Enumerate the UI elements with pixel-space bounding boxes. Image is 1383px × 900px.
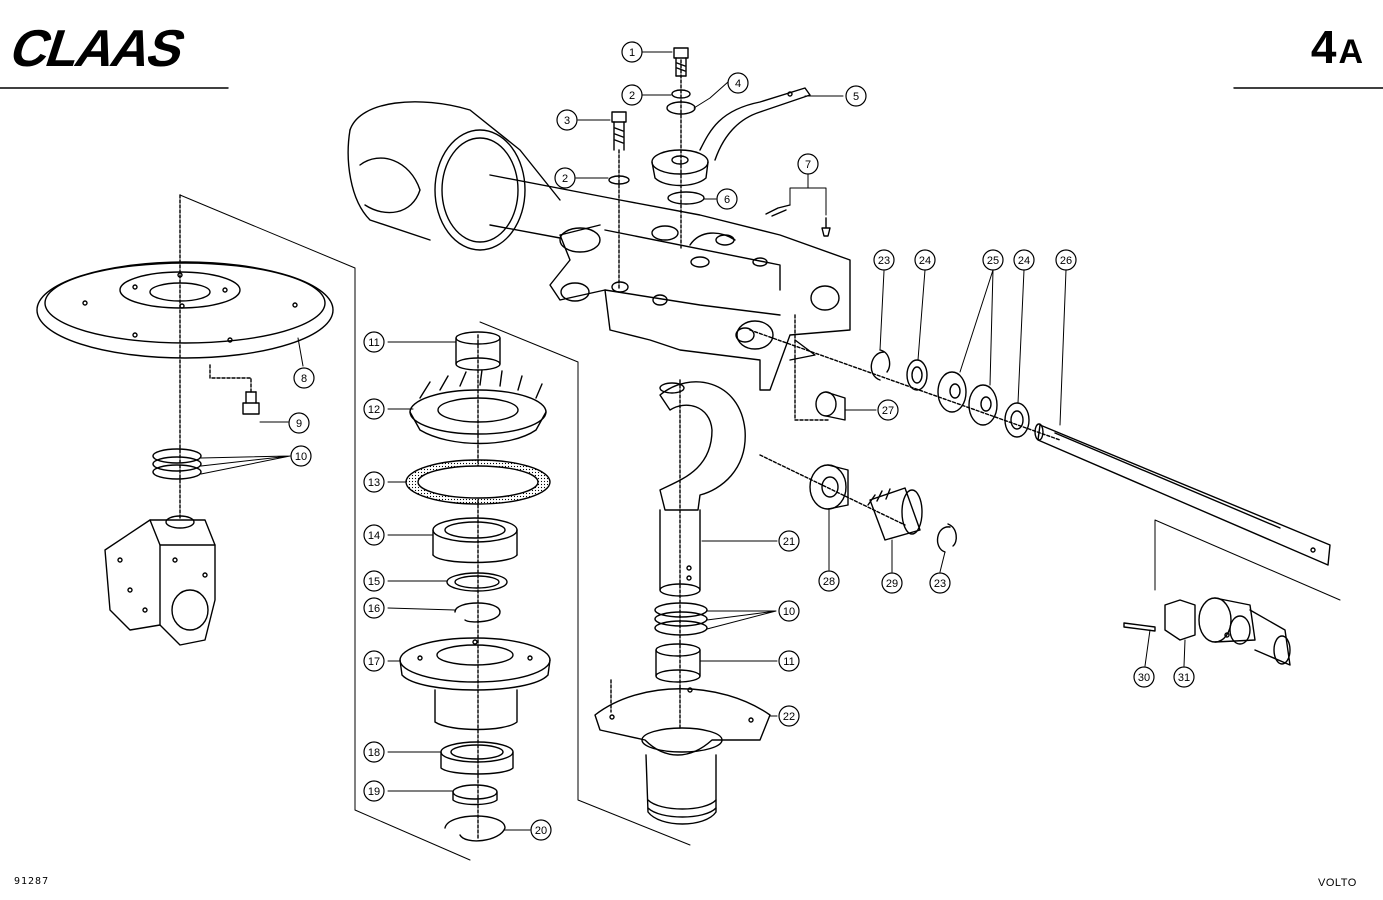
page-number-suffix: A bbox=[1338, 33, 1363, 71]
callout-11b: 11 bbox=[783, 656, 794, 668]
part-17-flange-housing bbox=[399, 637, 551, 731]
callout-23a: 23 bbox=[878, 255, 890, 267]
callout-10a: 10 bbox=[295, 451, 307, 463]
callout-15: 15 bbox=[368, 576, 380, 588]
part-20-circlip bbox=[444, 815, 506, 842]
part-24-seal-lower bbox=[1004, 402, 1030, 438]
part-19-ring bbox=[452, 784, 498, 806]
part-12-bevel-gear bbox=[409, 369, 547, 445]
part-26-drive-shaft bbox=[1034, 423, 1331, 566]
part-6-seal bbox=[667, 191, 705, 205]
part-10-spring-center bbox=[654, 602, 708, 636]
part-7-grease-nipples bbox=[765, 204, 831, 237]
callout-2b: 2 bbox=[562, 173, 568, 185]
part-11-bushing-center bbox=[655, 643, 701, 683]
part-15-ring bbox=[446, 572, 508, 592]
part-29-bevel-pinion bbox=[867, 487, 923, 541]
part-25-spacers bbox=[937, 371, 998, 426]
callout-5: 5 bbox=[853, 91, 859, 103]
part-14-bearing bbox=[432, 517, 518, 564]
document-number: 91287 bbox=[14, 876, 50, 887]
callout-12: 12 bbox=[368, 404, 380, 416]
part-31-universal-joint bbox=[1164, 597, 1291, 666]
part-22-skid-housing bbox=[594, 679, 771, 825]
callout-23b: 23 bbox=[934, 578, 946, 590]
claas-logo: CLAAS bbox=[6, 20, 191, 72]
part-30-pin bbox=[1123, 622, 1156, 632]
callout-21: 21 bbox=[783, 536, 795, 548]
callout-26: 26 bbox=[1060, 255, 1072, 267]
callout-27: 27 bbox=[882, 405, 894, 417]
part-27-bushing bbox=[815, 391, 846, 421]
hub-bracket-left bbox=[104, 515, 216, 646]
callout-circles bbox=[288, 41, 1195, 841]
callout-28: 28 bbox=[823, 576, 835, 588]
callout-10b: 10 bbox=[783, 606, 795, 618]
callout-29: 29 bbox=[886, 578, 898, 590]
callout-18: 18 bbox=[368, 747, 380, 759]
callout-30: 30 bbox=[1138, 672, 1150, 684]
model-name: VOLTO bbox=[1318, 877, 1357, 889]
callout-8: 8 bbox=[301, 373, 307, 385]
part-24-seal-top bbox=[906, 359, 928, 391]
callout-24b: 24 bbox=[1018, 255, 1030, 267]
callout-14: 14 bbox=[368, 530, 380, 542]
callout-labels: 1 2 3 2 4 5 6 7 8 9 10 11 12 13 14 15 16… bbox=[295, 47, 1190, 837]
part-13-shim bbox=[405, 459, 551, 505]
part-9-bolt bbox=[209, 364, 260, 415]
callout-2a: 2 bbox=[629, 90, 635, 102]
callout-11a: 11 bbox=[368, 337, 379, 349]
part-3-bolt bbox=[611, 111, 627, 291]
part-28-bearing bbox=[809, 464, 849, 510]
callout-25: 25 bbox=[987, 255, 999, 267]
callout-19: 19 bbox=[368, 786, 380, 798]
part-16-circlip bbox=[454, 602, 501, 623]
callout-1: 1 bbox=[629, 47, 635, 59]
callout-7: 7 bbox=[805, 159, 811, 171]
callout-22: 22 bbox=[783, 711, 795, 723]
callout-3: 3 bbox=[564, 115, 570, 127]
callout-4: 4 bbox=[735, 78, 741, 90]
callout-9: 9 bbox=[296, 418, 302, 430]
callout-13: 13 bbox=[368, 477, 380, 489]
callout-24a: 24 bbox=[919, 255, 931, 267]
callout-20: 20 bbox=[535, 825, 547, 837]
brand-text: CLAAS bbox=[6, 20, 191, 72]
leader-lines bbox=[200, 51, 1186, 831]
part-5-lever-arm bbox=[651, 87, 811, 187]
page-number: 4A bbox=[1311, 24, 1363, 70]
callout-16: 16 bbox=[368, 603, 380, 615]
part-23-circlip-top bbox=[870, 349, 891, 381]
gearbox-housing bbox=[347, 101, 851, 391]
part-10-spring-left bbox=[152, 448, 202, 480]
part-23-circlip-lower bbox=[936, 523, 957, 553]
callout-31: 31 bbox=[1178, 672, 1190, 684]
part-21-crank-shaft bbox=[659, 381, 746, 597]
callout-17: 17 bbox=[368, 656, 380, 668]
part-18-bearing bbox=[440, 741, 514, 775]
callout-6: 6 bbox=[724, 194, 730, 206]
page-number-main: 4 bbox=[1310, 21, 1337, 73]
part-8-cutting-disc bbox=[36, 261, 334, 359]
